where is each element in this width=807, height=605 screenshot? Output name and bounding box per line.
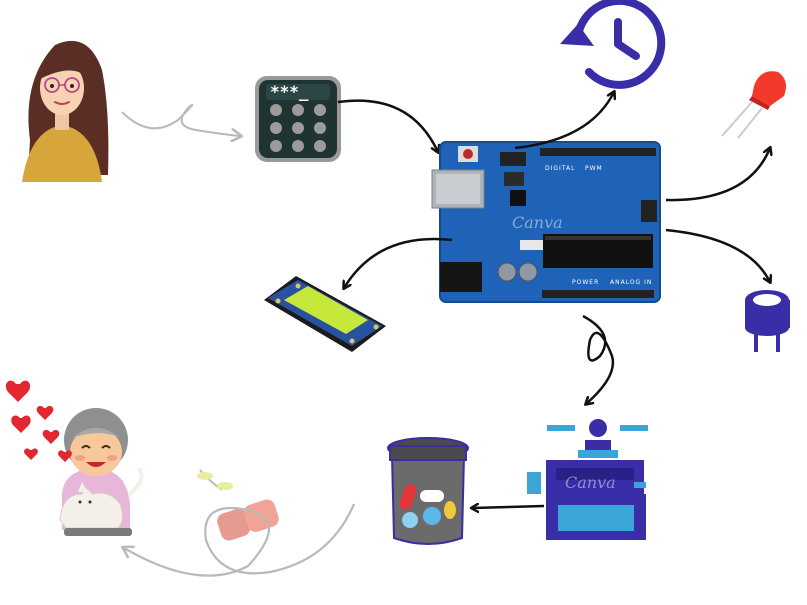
arrow-keypad-to-arduino	[337, 99, 438, 152]
arduino-watermark: Canva	[512, 213, 563, 232]
arduino-label-pwm: PWM	[585, 165, 603, 172]
keypad-icon: ***_	[255, 76, 341, 162]
arduino-label-power: POWER	[572, 279, 599, 286]
pill-jar-icon	[387, 437, 469, 545]
hearts-icon	[5, 380, 72, 462]
pill-capsule-icon	[197, 469, 279, 541]
elderly-woman-icon	[59, 408, 144, 536]
loop-arrow-user-to-keypad	[121, 104, 240, 136]
history-clock-icon	[560, 0, 666, 89]
pill-dispenser-icon: Canva	[527, 419, 648, 540]
loop-arrow-arduino-to-dispenser	[582, 314, 615, 404]
keypad-display: ***_	[270, 82, 309, 101]
arduino-board-icon: DIGITAL PWM POWER ANALOG IN Canva	[431, 141, 661, 303]
lcd-display-icon	[264, 276, 386, 352]
loop-arrow-capsule-to-elder	[124, 503, 356, 577]
arrow-arduino-to-led	[665, 148, 770, 202]
arrow-dispenser-to-jar	[472, 506, 545, 508]
arrow-arduino-to-clock	[514, 92, 614, 150]
led-icon	[721, 71, 786, 139]
arrow-arduino-to-lcd	[344, 237, 453, 288]
dispenser-watermark: Canva	[565, 473, 616, 492]
arduino-label-analog: ANALOG IN	[610, 279, 652, 286]
buzzer-icon	[745, 290, 790, 352]
user-woman-icon	[22, 40, 109, 182]
arrow-arduino-to-buzzer	[665, 228, 770, 282]
arduino-label-digital: DIGITAL	[545, 165, 575, 172]
